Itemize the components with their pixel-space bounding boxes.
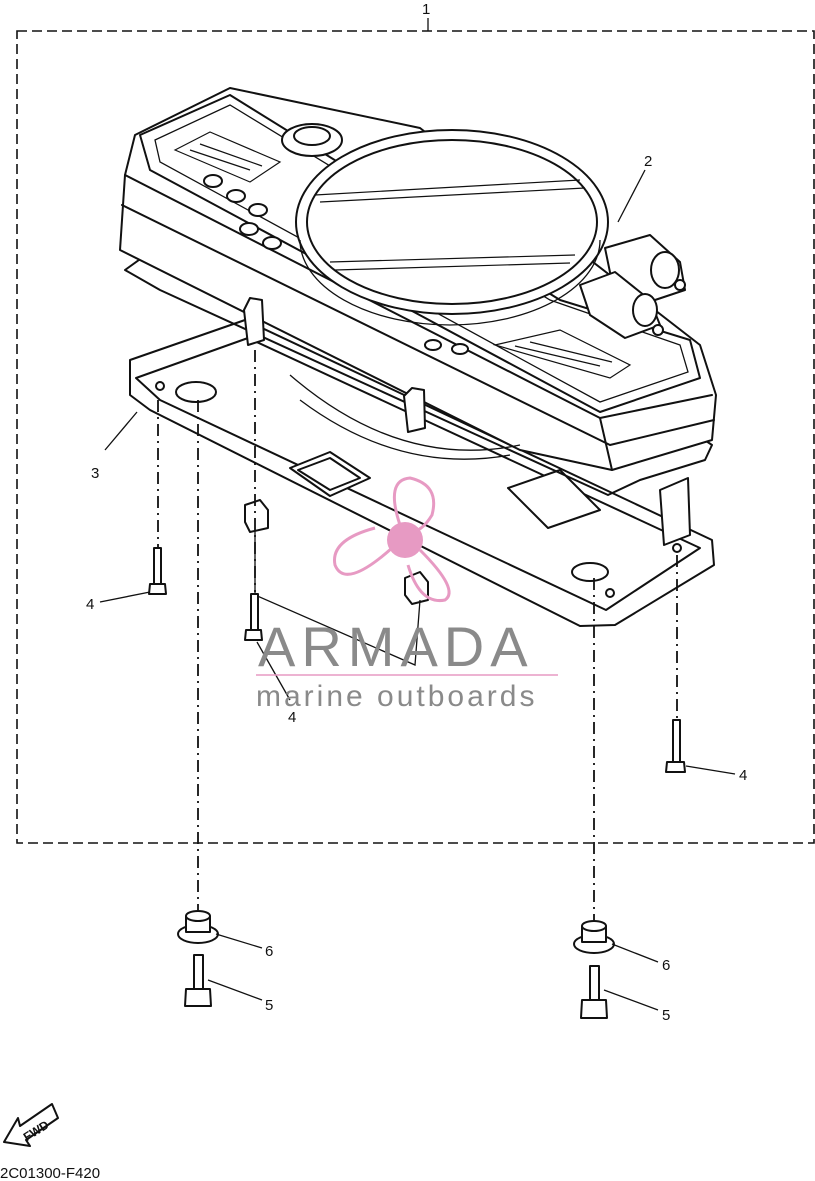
callout-4c: 4 — [739, 767, 747, 784]
callout-2: 2 — [644, 153, 652, 170]
bottom-cover — [129, 319, 715, 666]
diagram-code: 2C01300-F420 — [0, 1165, 100, 1181]
screw-4-left — [148, 547, 167, 595]
bolt-right — [580, 965, 608, 1019]
leader-5b — [603, 989, 659, 1011]
leader-4c — [685, 765, 736, 775]
callout-1: 1 — [422, 1, 430, 18]
screw-4-center — [244, 593, 263, 641]
leader-6a — [215, 933, 263, 949]
watermark-logo — [333, 476, 451, 603]
leader-5a — [207, 979, 263, 1001]
forward-arrow-icon: FWD — [3, 1103, 59, 1147]
grommet-right — [573, 920, 615, 954]
callout-6b: 6 — [662, 957, 670, 974]
leader-4a — [99, 591, 151, 603]
callout-4a: 4 — [86, 596, 94, 613]
callout-4b: 4 — [288, 709, 296, 726]
meter-assembly — [119, 87, 717, 471]
leader-6b — [611, 943, 659, 963]
callout-5a: 5 — [265, 997, 273, 1014]
callout-5b: 5 — [662, 1007, 670, 1024]
assembly-frame — [16, 30, 815, 844]
callout-6a: 6 — [265, 943, 273, 960]
screw-4-right — [665, 719, 686, 773]
watermark-brand: ARMADA — [258, 615, 534, 678]
watermark-tagline: marine outboards — [256, 680, 537, 713]
bolt-left — [184, 954, 212, 1007]
callout-3: 3 — [91, 465, 99, 482]
leader-3 — [104, 411, 138, 451]
leader-4b — [256, 641, 291, 701]
leader-2 — [617, 169, 646, 223]
grommet-left — [177, 910, 219, 944]
